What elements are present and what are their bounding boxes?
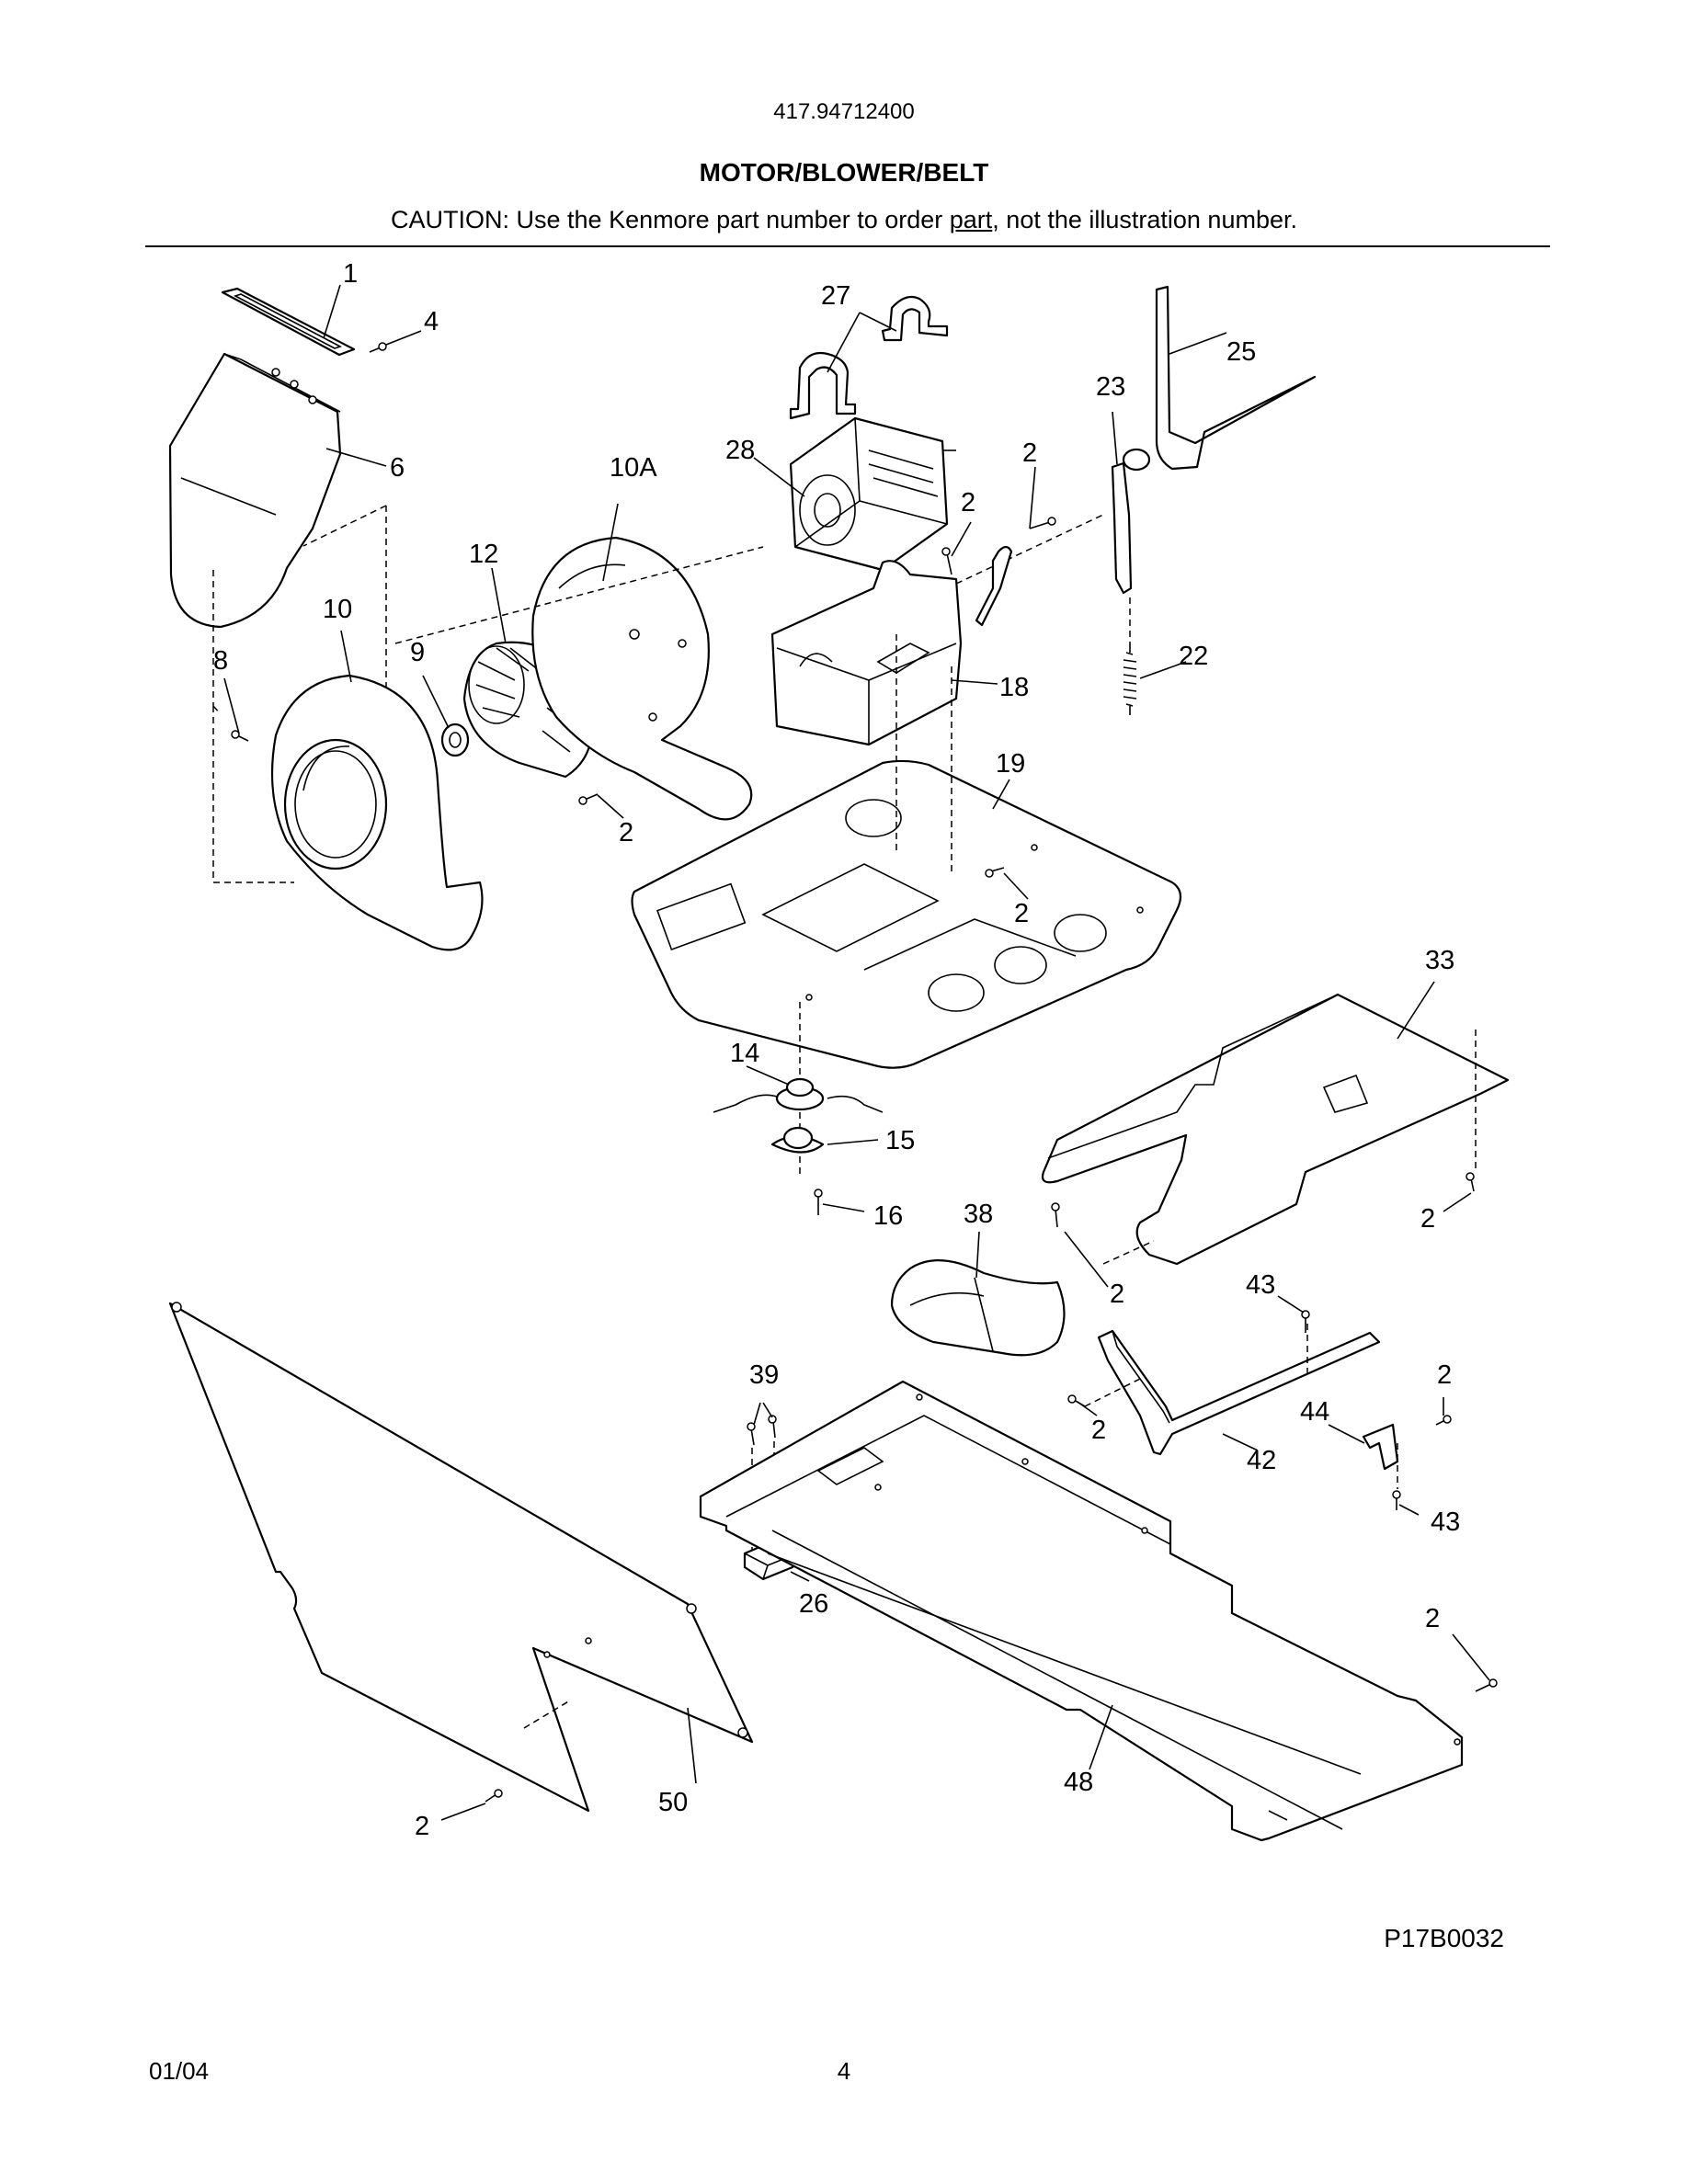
assembly-line: [1102, 1240, 1155, 1265]
part-10-blower-housing-front: [270, 674, 484, 951]
part-38-elbow-duct: [890, 1259, 1066, 1357]
assembly-line: [895, 634, 952, 873]
screw-icon: [1435, 1415, 1452, 1426]
page-number: 4: [837, 2057, 851, 2085]
screw-icon: [578, 793, 599, 805]
callout-8: 8: [213, 646, 228, 676]
assembly-line: [1084, 1324, 1308, 1407]
part-6-duct: [168, 352, 342, 629]
section-title: MOTOR/BLOWER/BELT: [699, 158, 989, 187]
model-number: 417.94712400: [773, 99, 915, 124]
callout-12: 12: [469, 540, 498, 569]
part-25-belt: [1155, 285, 1317, 471]
callout-1: 1: [343, 259, 358, 289]
screw-icon: [231, 730, 249, 742]
part-23-idler-arm: [1111, 448, 1151, 595]
header-divider: [145, 245, 1550, 247]
callout-16: 16: [873, 1201, 903, 1231]
part-28-motor: [789, 416, 956, 572]
caution-text-end: , not the illustration number.: [992, 206, 1297, 233]
callout-2-duct-a: 2: [1110, 1280, 1124, 1309]
part-1-seal: [221, 287, 356, 357]
callout-9: 9: [410, 638, 425, 667]
callout-27: 27: [821, 281, 850, 311]
callout-2-rail: 2: [1425, 1604, 1440, 1633]
callout-23: 23: [1096, 372, 1125, 402]
assembly-line: [212, 506, 387, 726]
callout-39: 39: [749, 1360, 779, 1390]
caution-text-start: CAUTION: Use the Kenmore part number to …: [391, 206, 950, 233]
callout-2-base: 2: [1014, 899, 1029, 928]
footer-date: 01/04: [149, 2057, 210, 2085]
callout-43-top: 43: [1246, 1270, 1275, 1300]
callout-10: 10: [323, 595, 352, 624]
assembly-line: [394, 546, 764, 644]
assembly-line: [955, 514, 1104, 585]
callout-6: 6: [390, 453, 405, 483]
part-48-base-rail: [699, 1380, 1464, 1842]
callout-10a: 10A: [610, 453, 657, 483]
diagram-code: P17B0032: [1384, 1924, 1504, 1952]
callout-38: 38: [964, 1200, 993, 1229]
callout-42: 42: [1247, 1446, 1276, 1475]
part-9-washer: [440, 722, 470, 757]
callout-2-bracket-a: 2: [1091, 1416, 1106, 1445]
callout-22: 22: [1179, 642, 1208, 671]
part-18-motor-mount: [770, 560, 963, 746]
caution-note: CAUTION: Use the Kenmore part number to …: [0, 206, 1688, 234]
part-14-thermistor: [713, 1077, 884, 1113]
callout-28: 28: [725, 436, 755, 465]
screw-icon: [814, 1189, 823, 1215]
screw-icon: [768, 1415, 777, 1439]
assembly-line: [523, 1700, 571, 1729]
part-44-clip: [1362, 1423, 1399, 1471]
callout-18: 18: [999, 673, 1029, 702]
callout-2-duct-b: 2: [1420, 1204, 1435, 1234]
screw-icon: [1466, 1172, 1475, 1192]
part-15-sensor-mount: [770, 1126, 825, 1154]
callout-48: 48: [1064, 1768, 1093, 1797]
callout-2-motor-b: 2: [961, 488, 975, 518]
callout-25: 25: [1226, 337, 1256, 367]
callout-2-motor-a: 2: [1022, 438, 1037, 468]
callout-43-bottom: 43: [1431, 1507, 1460, 1537]
part-27-clamps: [789, 295, 949, 420]
callout-44: 44: [1300, 1397, 1329, 1427]
screw-icon: [1051, 1202, 1060, 1228]
callout-leader-lines: [223, 284, 1490, 1821]
screw-icon: [941, 547, 952, 575]
part-42-bracket: [1097, 1329, 1381, 1456]
screw-icon: [747, 1422, 756, 1446]
part-22-spring: [1123, 643, 1137, 715]
callout-50: 50: [658, 1788, 688, 1817]
callout-labels: 1 4 6 10A 12 10 9 8 2 27 28 2 2 25 23 22…: [213, 259, 1460, 1841]
idler-pulley-bracket: [975, 545, 1013, 627]
assembly-line: [302, 505, 387, 547]
callout-26: 26: [799, 1589, 828, 1619]
assembly-line: [212, 706, 294, 883]
callout-2-bracket-b: 2: [1437, 1360, 1452, 1390]
part-50-panel: [168, 1302, 754, 1813]
screw-icon: [485, 1789, 503, 1803]
screw-icon: [1475, 1678, 1498, 1692]
callout-15: 15: [885, 1126, 915, 1155]
part-33-cover: [1041, 993, 1510, 1266]
screw-icon: [1392, 1490, 1401, 1510]
part-19-base-plate: [631, 759, 1182, 1069]
screw-icon: [985, 867, 1005, 878]
callout-4: 4: [424, 307, 439, 336]
caution-part-word: part: [949, 206, 993, 233]
callout-19: 19: [996, 749, 1025, 779]
screw-icon: [1301, 1310, 1310, 1333]
callout-14: 14: [730, 1039, 759, 1068]
callout-2-panel: 2: [415, 1812, 429, 1841]
part-10a-blower-housing-rear: [531, 536, 753, 821]
screw-icon: [369, 342, 387, 353]
callout-33: 33: [1425, 946, 1454, 975]
callout-2-blower: 2: [619, 818, 633, 847]
screw-icon: [1029, 517, 1056, 529]
